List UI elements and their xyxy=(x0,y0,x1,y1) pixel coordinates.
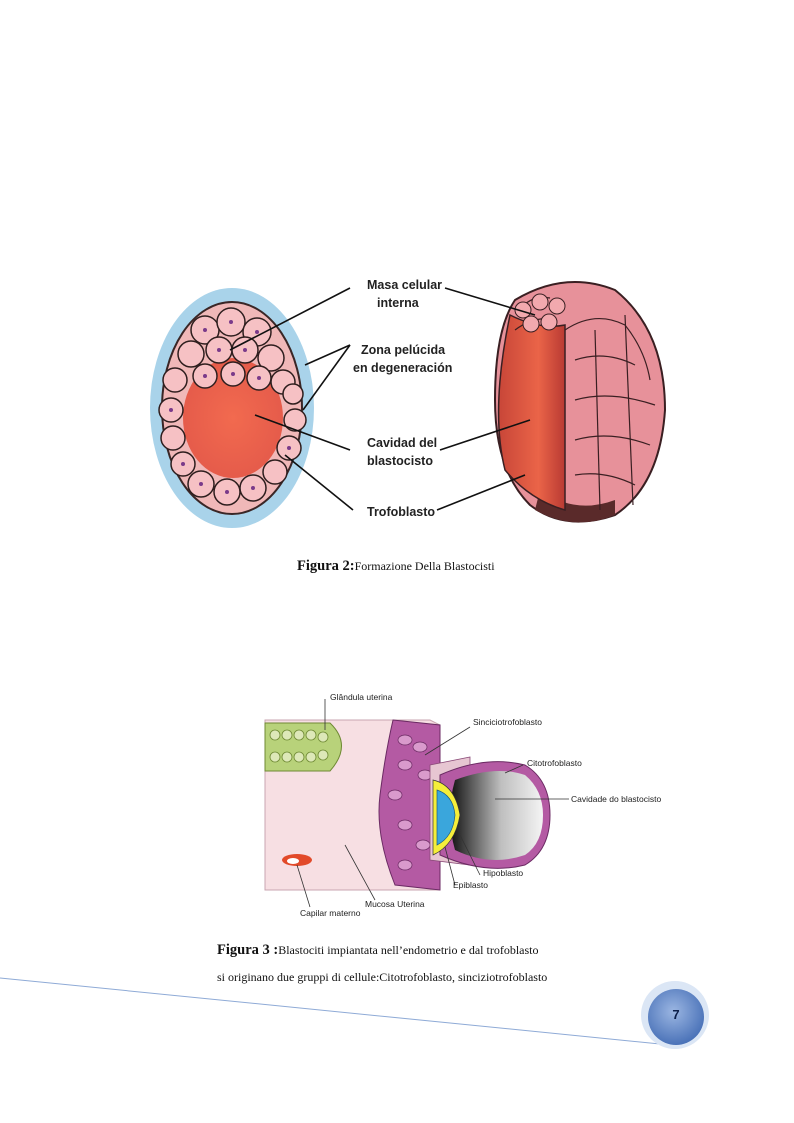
blastocyst-3d xyxy=(493,281,667,523)
label-cavidad-del: Cavidad del xyxy=(367,436,437,450)
label-cavidad-blastocisto: blastocisto xyxy=(367,454,433,468)
label-zona-pelucida: Zona pelúcida xyxy=(361,343,446,357)
figure-3-caption-line-2: si originano due gruppi di cellule:Citot… xyxy=(217,970,548,984)
figure-2-caption-label: Figura 2: xyxy=(297,558,355,574)
figure-3-caption-label: Figura 3 : xyxy=(217,942,279,958)
label-capilar-materno: Capilar materno xyxy=(300,908,361,918)
figure-3-leader-lines xyxy=(296,699,569,908)
page-number-badge: 7 xyxy=(640,980,710,1050)
label-mucosa-uterina: Mucosa Uterina xyxy=(365,899,425,909)
label-trofoblasto: Trofoblasto xyxy=(367,505,435,519)
footer-decorative-line xyxy=(0,977,681,1047)
page-number: 7 xyxy=(672,1007,680,1022)
label-sinciciotrofoblasto: Sinciciotrofoblasto xyxy=(473,717,542,727)
figure-3-caption-text-1: Blastociti impiantata nell’endometrio e … xyxy=(278,943,539,957)
label-masa-interna: interna xyxy=(377,296,420,310)
figure-2-caption-text: Formazione Della Blastocisti xyxy=(354,559,495,573)
uterine-gland xyxy=(264,722,342,772)
leader-lines xyxy=(229,287,536,511)
figure-2-blastocyst-diagram: Masa celular interna Zona pelúcida en de… xyxy=(150,278,667,528)
figure-3-caption-line-1: Figura 3 :Blastociti impiantata nell’end… xyxy=(217,937,547,964)
figure-3-caption: Figura 3 :Blastociti impiantata nell’end… xyxy=(217,937,547,991)
blastocyst-section xyxy=(150,288,314,528)
label-hipoblasto: Hipoblasto xyxy=(483,868,523,878)
label-cavidade-do-blastocisto: Cavidade do blastocisto xyxy=(571,794,662,804)
figure-3-implantation-diagram: Glândula uterina Sinciciotrofoblasto Cit… xyxy=(264,692,662,918)
label-zona-degeneracion: en degeneración xyxy=(353,361,452,375)
label-citotrofoblasto: Citotrofoblasto xyxy=(527,758,582,768)
figure-2-caption: Figura 2:Formazione Della Blastocisti xyxy=(297,558,495,575)
label-epiblasto: Epiblasto xyxy=(453,880,488,890)
label-glandula-uterina: Glândula uterina xyxy=(330,692,393,702)
label-masa-celular: Masa celular xyxy=(367,278,442,292)
